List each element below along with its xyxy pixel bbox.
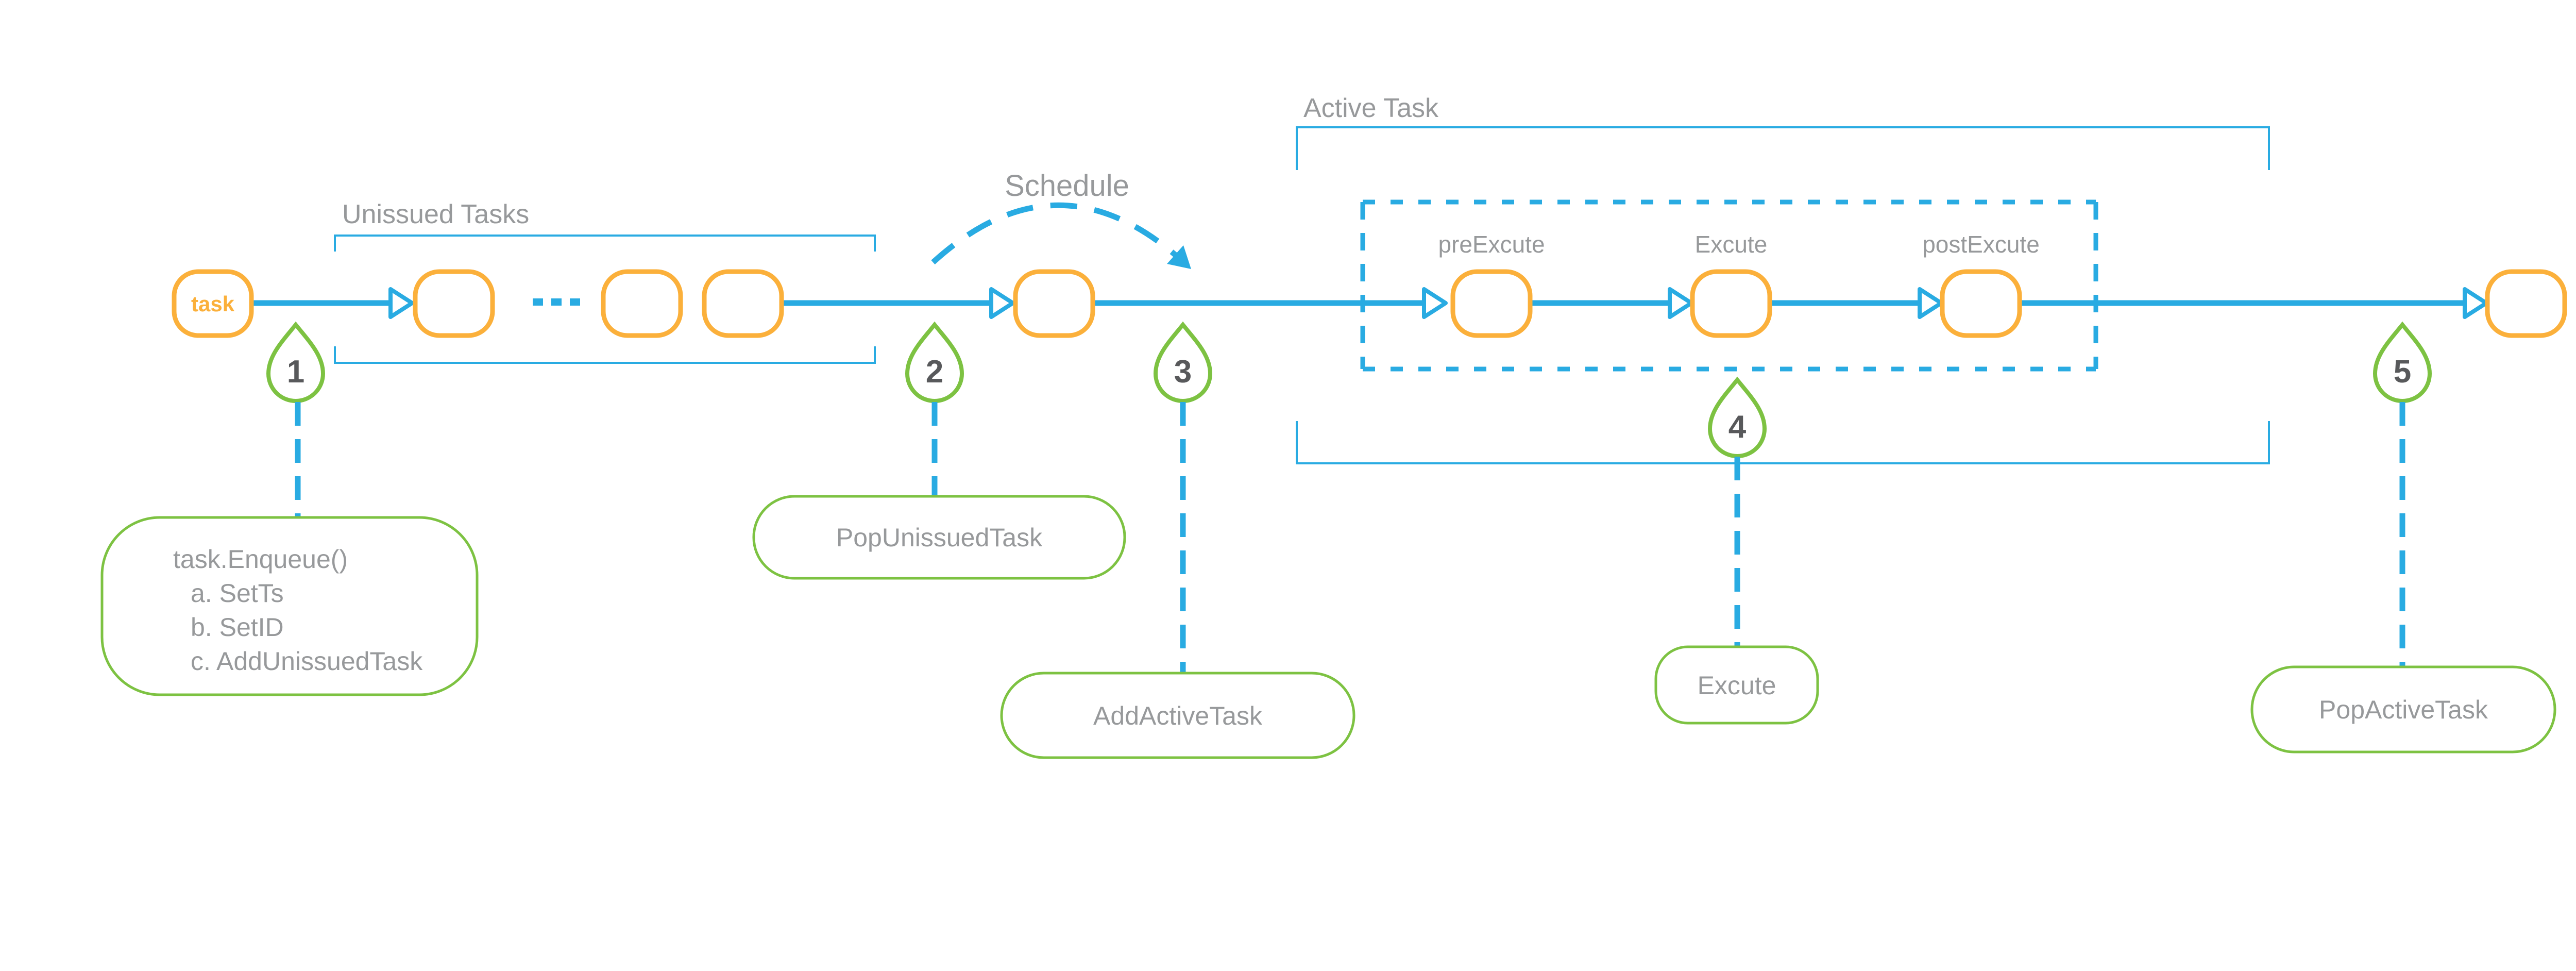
unissued-tasks-region: Unissued Tasks xyxy=(334,199,876,364)
step-number-2: 2 xyxy=(926,354,943,390)
schedule-node xyxy=(1013,269,1095,338)
callout-step-2: PopUnissuedTask xyxy=(752,495,1126,580)
post-execute-label: postExcute xyxy=(1922,231,2040,258)
step-marker-5-icon xyxy=(2372,321,2432,403)
schedule-dashed-arc xyxy=(931,202,1188,266)
flow-lines xyxy=(252,287,2488,319)
flow-arrowhead-icon xyxy=(989,287,1015,319)
callout-step-4-label: Excute xyxy=(1698,671,1776,700)
queue-ellipsis-icon xyxy=(533,298,580,306)
schedule-arc-arrowhead-icon xyxy=(1167,245,1191,269)
flow-arrowhead-icon xyxy=(1668,287,1693,319)
execute-label: Excute xyxy=(1695,231,1768,258)
callout-step-1-line-1: task.Enqueue() xyxy=(173,545,348,574)
unissued-node-2 xyxy=(601,269,683,338)
dotted-box-vertical-edges xyxy=(1360,202,2098,369)
unissued-node-1 xyxy=(413,269,495,338)
unissued-tasks-bracket-top xyxy=(334,235,876,252)
dotted-box-horizontal-edges xyxy=(1363,199,2096,372)
active-task-dotted-box xyxy=(1360,199,2098,372)
callout-step-3-label: AddActiveTask xyxy=(1093,701,1263,730)
callout-step-3: AddActiveTask xyxy=(1000,672,1355,759)
step-number-1: 1 xyxy=(287,354,304,390)
active-task-region: Active Task xyxy=(1296,93,2270,464)
callout-step-4: Excute xyxy=(1654,645,1819,725)
queue-nodes: task preExcute Excute postExcute xyxy=(172,231,2567,338)
pre-execute-node xyxy=(1450,269,1533,338)
callout-step-5: PopActiveTask xyxy=(2250,665,2556,754)
flow-arrowhead-icon xyxy=(1918,287,1943,319)
schedule-annotation: Schedule xyxy=(931,169,1191,269)
active-task-bracket-bottom xyxy=(1296,421,2270,464)
schedule-label: Schedule xyxy=(1005,169,1129,203)
active-task-label: Active Task xyxy=(1303,93,1439,123)
marker-connectors xyxy=(295,402,2405,673)
unissued-tasks-bracket-bottom xyxy=(334,346,876,364)
step-callouts: task.Enqueue() a. SetTs b. SetID c. AddU… xyxy=(100,495,2556,759)
flow-arrowhead-icon xyxy=(1422,287,1448,319)
callout-step-5-label: PopActiveTask xyxy=(2319,695,2488,724)
callout-step-2-label: PopUnissuedTask xyxy=(836,523,1043,552)
step-number-5: 5 xyxy=(2394,354,2411,390)
unissued-node-3 xyxy=(702,269,784,338)
callout-step-1: task.Enqueue() a. SetTs b. SetID c. AddU… xyxy=(100,516,479,696)
step-number-3: 3 xyxy=(1174,354,1192,390)
post-execute-node xyxy=(1940,269,2022,338)
callout-step-1-line-2: a. SetTs xyxy=(191,579,284,608)
callout-step-1-line-3: b. SetID xyxy=(191,613,284,642)
step-marker-3-icon xyxy=(1153,321,1213,403)
step-marker-1-icon xyxy=(266,321,326,403)
step-number-4: 4 xyxy=(1728,409,1747,445)
unissued-tasks-label: Unissued Tasks xyxy=(342,199,529,229)
execute-node xyxy=(1690,269,1772,338)
task-node-label: task xyxy=(191,292,235,316)
active-task-bracket-top xyxy=(1296,126,2270,170)
done-node xyxy=(2485,269,2567,338)
step-marker-2-icon xyxy=(905,321,964,403)
step-marker-4-icon xyxy=(1707,376,1767,458)
pre-execute-label: preExcute xyxy=(1438,231,1545,258)
callout-step-1-line-4: c. AddUnissuedTask xyxy=(191,647,423,676)
task-node xyxy=(172,269,254,338)
step-markers: 1 2 3 4 5 xyxy=(266,321,2432,458)
flow-arrowhead-icon xyxy=(2463,287,2488,319)
flow-arrowhead-icon xyxy=(388,287,414,319)
